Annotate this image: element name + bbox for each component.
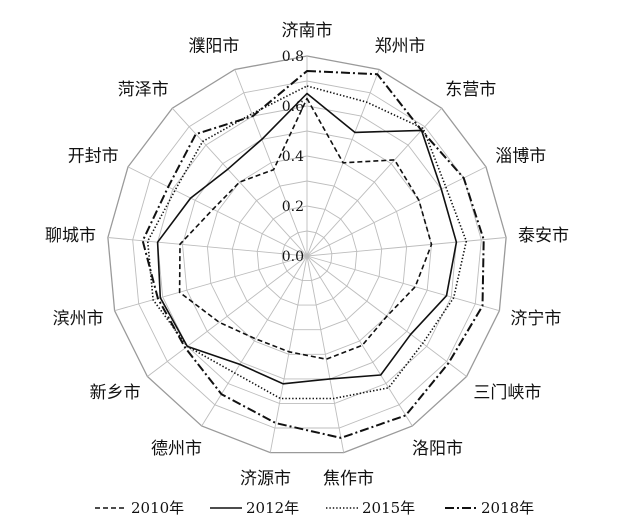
grid-ring — [256, 205, 358, 306]
grid-ring — [281, 230, 333, 282]
category-label: 东营市 — [445, 80, 496, 100]
category-label: 新乡市 — [90, 383, 141, 403]
legend-item: 2010年 — [95, 499, 184, 517]
grid-ring — [107, 55, 507, 454]
series-2018年 — [141, 70, 485, 439]
series-line — [156, 92, 458, 385]
category-label: 济宁市 — [510, 309, 561, 329]
grid-spoke — [114, 255, 308, 312]
legend-item: 2018年 — [445, 499, 534, 517]
radial-tick-label: 0.2 — [282, 199, 304, 215]
grid-spoke — [127, 166, 308, 257]
category-label: 三门峡市 — [473, 383, 541, 403]
grid-ring — [206, 155, 408, 355]
grid-spoke — [306, 255, 345, 453]
legend: 2010年 2012年 2015年 2018年 — [95, 499, 534, 517]
category-label: 濮阳市 — [188, 36, 239, 56]
grid-spoke — [306, 107, 443, 257]
category-label: 焦作市 — [323, 469, 374, 489]
legend-label: 2010年 — [131, 499, 184, 517]
series-line — [178, 97, 433, 361]
grid-spoke — [234, 69, 308, 257]
grid-spoke — [306, 255, 500, 312]
radial-tick-label: 0.8 — [282, 49, 304, 65]
category-label: 泰安市 — [518, 226, 569, 246]
series-line — [141, 70, 485, 439]
grid-ring — [157, 105, 457, 404]
category-label: 郑州市 — [375, 36, 426, 56]
category-label: 济南市 — [282, 21, 333, 41]
category-label: 聊城市 — [45, 226, 96, 246]
grid-spoke — [306, 255, 413, 427]
category-label: 洛阳市 — [412, 439, 463, 459]
grid-spoke — [147, 255, 308, 377]
legend-item: 2012年 — [210, 499, 299, 517]
series-2012年 — [156, 92, 458, 385]
category-label: 济源市 — [240, 469, 291, 489]
legend-label: 2012年 — [246, 499, 299, 517]
radar-grid — [107, 55, 507, 454]
series-line — [146, 85, 468, 400]
category-label: 德州市 — [151, 439, 202, 459]
category-label: 菏泽市 — [118, 80, 169, 100]
series-2010年 — [178, 97, 433, 361]
grid-spoke — [269, 255, 308, 453]
grid-spoke — [306, 237, 507, 257]
category-label: 淄博市 — [495, 146, 546, 166]
category-label: 滨州市 — [53, 309, 104, 329]
grid-ring — [231, 180, 383, 331]
grid-spoke — [201, 255, 308, 427]
radial-tick-label: 0.0 — [282, 249, 304, 265]
series-lines — [141, 70, 485, 439]
legend-label: 2018年 — [481, 499, 534, 517]
category-label: 开封市 — [68, 146, 119, 166]
grid-spoke — [107, 237, 308, 257]
legend-item: 2015年 — [326, 499, 415, 517]
legend-label: 2015年 — [362, 499, 415, 517]
series-2015年 — [146, 85, 468, 400]
radial-tick-label: 0.4 — [282, 149, 304, 165]
grid-spoke — [306, 166, 487, 257]
grid-ring — [182, 130, 432, 380]
